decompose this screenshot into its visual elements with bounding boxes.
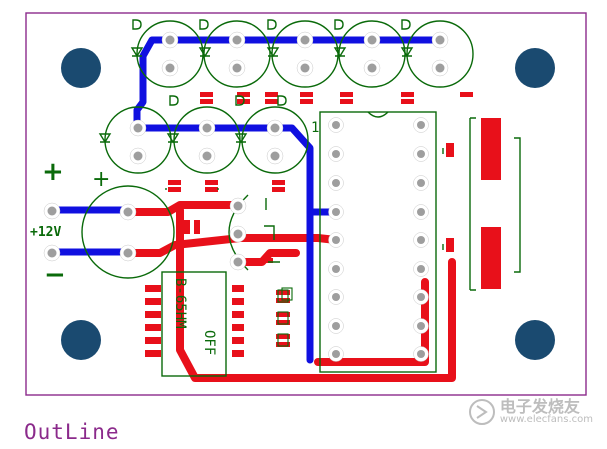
watermark-text: 电子发烧友 www.elecfans.com	[500, 399, 593, 425]
thru-hole-pads	[43, 31, 449, 271]
pin1-label: 1	[311, 120, 319, 136]
mount-hole-bottom-left	[61, 320, 101, 360]
watermark-logo-icon	[468, 399, 495, 425]
watermark-url: www.elecfans.com	[499, 414, 593, 425]
power-plus-sign: +	[42, 157, 64, 187]
watermark-brand: 电子发烧友	[499, 397, 580, 416]
power-voltage-label: +12V	[30, 225, 61, 240]
mount-hole-bottom-right	[515, 320, 555, 360]
smd-pads-left	[145, 285, 244, 357]
switch-pad-top	[481, 118, 501, 180]
mount-hole-top-left	[61, 48, 101, 88]
smd-outlines	[277, 287, 293, 347]
ic-part-label: B-65HM	[172, 278, 188, 329]
trace-bottom-mid	[314, 278, 429, 366]
board-outline	[25, 12, 587, 396]
trace-pwr-plus	[124, 201, 242, 216]
power-minus-sign: −	[44, 260, 66, 290]
trace-ground-loop	[176, 206, 456, 382]
trace-led-row-mid	[133, 124, 314, 364]
trace-pwr-minus	[124, 234, 340, 257]
watermark: 电子发烧友 www.elecfans.com	[468, 398, 593, 426]
ic-switch-label: OFF	[201, 330, 217, 355]
silkscreen	[81, 19, 521, 377]
top-copper-traces	[124, 201, 456, 382]
cap-polarity-label: +	[92, 167, 110, 192]
mount-hole-top-right	[515, 48, 555, 88]
trace-ic-link	[236, 249, 300, 266]
outline-layer-label: OutLine	[24, 420, 120, 444]
switch-pad-bottom	[481, 227, 501, 289]
dip-ic-pads	[328, 117, 429, 362]
trace-led-row-top	[133, 36, 170, 132]
